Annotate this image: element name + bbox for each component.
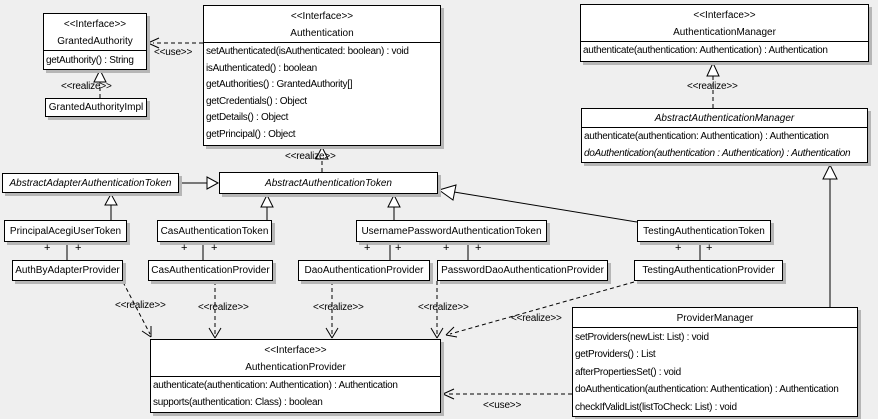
class-password-dao-authentication-provider[interactable]: PasswordDaoAuthenticationProvider (437, 260, 608, 281)
association-end-label: + (211, 242, 218, 254)
class-header: ProviderManager (573, 308, 857, 327)
realize-label: <<realize>> (285, 151, 336, 162)
class-granted-authority[interactable]: <<Interface>> GrantedAuthority getAuthor… (43, 13, 147, 70)
realize-label: <<realize>> (115, 300, 166, 311)
class-header: AbstractAuthenticationManager (582, 109, 867, 127)
association-end-label: + (364, 242, 371, 254)
class-name: AbstractAuthenticationToken (265, 177, 392, 189)
class-name: PasswordDaoAuthenticationProvider (441, 265, 604, 276)
realize-label: <<realize>> (687, 81, 738, 92)
methods-compartment: getAuthority() : String (44, 50, 146, 69)
method-entry: isAuthenticated() : boolean (206, 62, 317, 74)
use-label: <<use>> (483, 400, 522, 411)
methods-compartment: setProviders(newList: List) : void getPr… (573, 327, 857, 416)
realize-label: <<realize>> (198, 302, 249, 313)
methods-compartment: authenticate(authentication: Authenticat… (581, 41, 868, 59)
class-name: ProviderManager (676, 313, 754, 324)
class-name: AbstractAdapterAuthenticationToken (9, 177, 172, 189)
association-end-label: + (706, 242, 713, 254)
class-name: UsernamePasswordAuthenticationToken (361, 225, 542, 237)
method-entry: getCredentials() : Object (206, 95, 307, 107)
class-name: AbstractAuthenticationManager (654, 113, 795, 124)
class-abstract-authentication-token[interactable]: AbstractAuthenticationToken (219, 172, 438, 194)
class-name: AuthenticationManager (673, 27, 776, 38)
class-header: <<Interface>> GrantedAuthority (44, 14, 146, 50)
association-end-label: + (475, 242, 482, 254)
association-end-label: + (181, 242, 188, 254)
realize-label: <<realize>> (418, 302, 469, 313)
class-authentication-manager[interactable]: <<Interface>> AuthenticationManager auth… (580, 4, 869, 62)
method-entry: setAuthenticated(isAuthenticated: boolea… (206, 46, 409, 57)
association-end-label: + (675, 242, 682, 254)
class-name: AuthByAdapterProvider (15, 265, 120, 276)
use-label: <<use>> (154, 47, 193, 58)
class-authentication-provider[interactable]: <<Interface>> AuthenticationProvider aut… (150, 339, 441, 413)
method-entry: authenticate(authentication: Authenticat… (153, 380, 398, 391)
method-entry: getProviders() : List (575, 349, 656, 361)
class-stereotype: <<Interface>> (63, 19, 127, 30)
method-entry: authenticate(authentication: Authenticat… (584, 131, 829, 142)
realize-label: <<realize>> (313, 302, 364, 313)
class-provider-manager[interactable]: ProviderManager setProviders(newList: Li… (572, 307, 858, 417)
methods-compartment: authenticate(authentication: Authenticat… (582, 127, 867, 162)
class-cas-authentication-token[interactable]: CasAuthenticationToken (157, 220, 272, 242)
method-entry: checkIfValidList(listToCheck: List) : vo… (575, 401, 737, 413)
method-entry: getDetails() : Object (206, 112, 289, 123)
class-testing-authentication-provider[interactable]: TestingAuthenticationProvider (634, 260, 783, 281)
class-name: CasAuthenticationToken (160, 225, 269, 237)
realize-label: <<realize>> (511, 313, 562, 324)
method-entry: getAuthorities() : GrantedAuthority[] (206, 79, 353, 90)
class-principal-acegi-user-token[interactable]: PrincipalAcegiUserToken (4, 220, 127, 242)
class-name: Authentication (290, 28, 354, 39)
class-authentication[interactable]: <<Interface>> Authentication setAuthenti… (203, 5, 441, 146)
class-name: GrantedAuthority (57, 36, 133, 47)
method-entry: afterPropertiesSet() : void (575, 366, 681, 378)
method-entry: doAuthentication(authentication : Authen… (584, 147, 851, 159)
association-end-label: + (395, 242, 402, 254)
method-entry: doAuthentication(authentication: Authent… (575, 384, 839, 396)
association-end-label: + (443, 242, 450, 254)
class-abstract-authentication-manager[interactable]: AbstractAuthenticationManager authentica… (581, 108, 868, 163)
method-entry: authenticate(authentication: Authenticat… (583, 45, 828, 56)
class-stereotype: <<Interface>> (264, 345, 327, 356)
class-abstract-adapter-authentication-token[interactable]: AbstractAdapterAuthenticationToken (2, 173, 179, 193)
association-end-label: + (44, 242, 51, 254)
class-header: <<Interface>> AuthenticationManager (581, 5, 868, 41)
methods-compartment: setAuthenticated(isAuthenticated: boolea… (204, 42, 440, 143)
class-name: TestingAuthenticationProvider (642, 265, 775, 276)
method-entry: supports(authentication: Class) : boolea… (153, 396, 323, 408)
class-header: <<Interface>> Authentication (204, 6, 440, 42)
association-end-label: + (75, 242, 82, 254)
class-granted-authority-impl[interactable]: GrantedAuthorityImpl (45, 98, 147, 117)
class-stereotype: <<Interface>> (693, 10, 756, 21)
class-cas-authentication-provider[interactable]: CasAuthenticationProvider (148, 260, 273, 281)
class-stereotype: <<Interface>> (290, 11, 354, 22)
method-entry: getPrincipal() : Object (206, 128, 296, 140)
class-name: TestingAuthenticationToken (643, 225, 765, 237)
class-name: PrincipalAcegiUserToken (9, 225, 122, 237)
class-header: <<Interface>> AuthenticationProvider (151, 340, 440, 376)
class-name: AuthenticationProvider (245, 362, 346, 373)
method-entry: getAuthority() : String (46, 55, 134, 66)
class-testing-authentication-token[interactable]: TestingAuthenticationToken (637, 220, 771, 242)
method-entry: setProviders(newList: List) : void (575, 332, 709, 343)
class-auth-by-adapter-provider[interactable]: AuthByAdapterProvider (12, 260, 123, 281)
realize-label: <<realize>> (61, 81, 112, 92)
class-dao-authentication-provider[interactable]: DaoAuthenticationProvider (298, 260, 430, 281)
class-username-password-authentication-token[interactable]: UsernamePasswordAuthenticationToken (356, 220, 547, 242)
class-name: CasAuthenticationProvider (151, 265, 270, 276)
methods-compartment: authenticate(authentication: Authenticat… (151, 376, 440, 411)
class-name: DaoAuthenticationProvider (304, 265, 424, 276)
class-name: GrantedAuthorityImpl (48, 102, 144, 113)
